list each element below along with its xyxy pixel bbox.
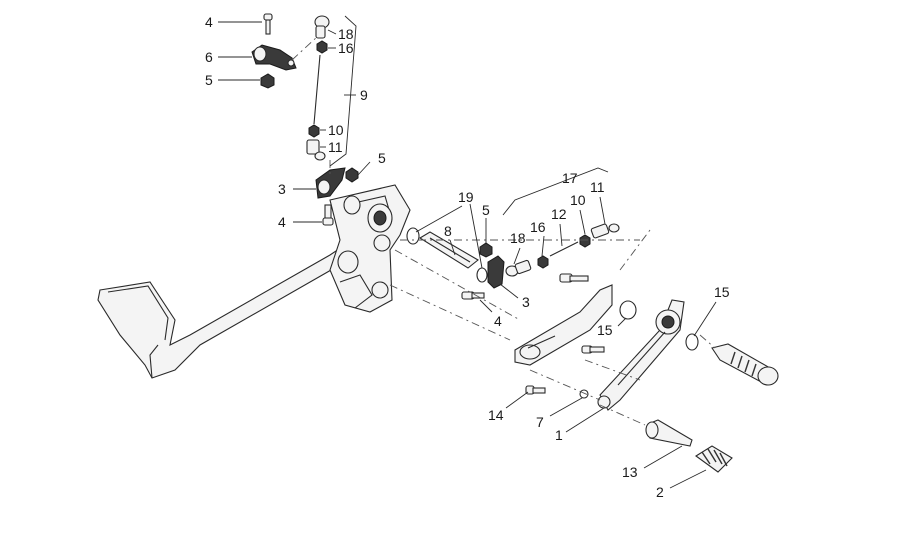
callout-17: 17 [562, 170, 578, 186]
screw-4-top [263, 13, 273, 35]
lever-3-center [487, 255, 505, 289]
shaft-8 [418, 231, 479, 269]
bracket-17 [502, 167, 609, 216]
callout-4-top: 4 [205, 14, 213, 30]
rod-end-18-top [314, 15, 330, 39]
callout-16-right: 16 [530, 219, 546, 235]
callout-2: 2 [656, 484, 664, 500]
callout-3-upper: 3 [278, 181, 286, 197]
callout-19: 19 [458, 189, 474, 205]
callout-3-center: 3 [522, 294, 530, 310]
peg-13 [645, 419, 693, 447]
callout-4-middle: 4 [278, 214, 286, 230]
callout-15-right: 15 [714, 284, 730, 300]
callout-18-right: 18 [510, 230, 526, 246]
callout-5-middle: 5 [378, 150, 386, 166]
pivot-bolt [559, 273, 589, 283]
nut-16-top [316, 40, 328, 54]
rod-end-18-right [505, 259, 532, 277]
bolt-lower [581, 345, 605, 354]
rod-9 [313, 54, 321, 125]
nut-10-right [579, 234, 591, 248]
rear-set-plate [514, 284, 613, 366]
callout-11-upper: 11 [328, 139, 343, 155]
callout-16-top: 16 [338, 40, 354, 56]
callout-18-top: 18 [338, 26, 354, 42]
callout-5-center: 5 [482, 202, 490, 218]
frame-part [97, 184, 411, 379]
bracket-9 [329, 15, 357, 167]
washer-15-right [685, 333, 699, 351]
callout-13: 13 [622, 464, 638, 480]
callout-1: 1 [555, 427, 563, 443]
callout-4-center: 4 [494, 313, 502, 329]
nut-10-upper [308, 124, 320, 138]
callout-12: 12 [551, 206, 567, 222]
callout-10-right: 10 [570, 192, 586, 208]
callout-9: 9 [360, 87, 368, 103]
rod-end-11-right [590, 223, 620, 239]
callout-14: 14 [488, 407, 504, 423]
shift-lever-1 [597, 299, 685, 411]
rubber-2 [695, 445, 733, 473]
bolt-14 [525, 385, 546, 395]
callout-11-right: 11 [590, 179, 605, 195]
washer-19 [406, 227, 420, 245]
screw-4-center [461, 291, 485, 300]
nut-5-center [479, 242, 493, 258]
lever-6 [251, 44, 297, 71]
leader-lines [218, 21, 717, 489]
nut-5-top [260, 73, 275, 89]
rod-12 [549, 241, 579, 257]
shift-peg [711, 343, 779, 386]
clip-7 [579, 389, 589, 399]
washer-19-b [476, 267, 488, 283]
callout-10-upper: 10 [328, 122, 344, 138]
nut-5-middle [345, 167, 359, 183]
assembly-axis-lines [291, 35, 716, 426]
rod-end-11-upper [306, 139, 326, 161]
callout-8: 8 [444, 223, 452, 239]
nut-16-right [537, 255, 549, 269]
washer-15-left [619, 300, 637, 320]
callout-15-left: 15 [597, 322, 613, 338]
callout-6: 6 [205, 49, 213, 65]
lever-3-upper [315, 167, 346, 199]
screw-4-middle [322, 204, 334, 226]
callout-7: 7 [536, 414, 544, 430]
callout-5-top: 5 [205, 72, 213, 88]
callout-labels: 4 6 5 18 16 9 10 11 5 3 4 17 19 5 8 18 1… [205, 14, 730, 500]
